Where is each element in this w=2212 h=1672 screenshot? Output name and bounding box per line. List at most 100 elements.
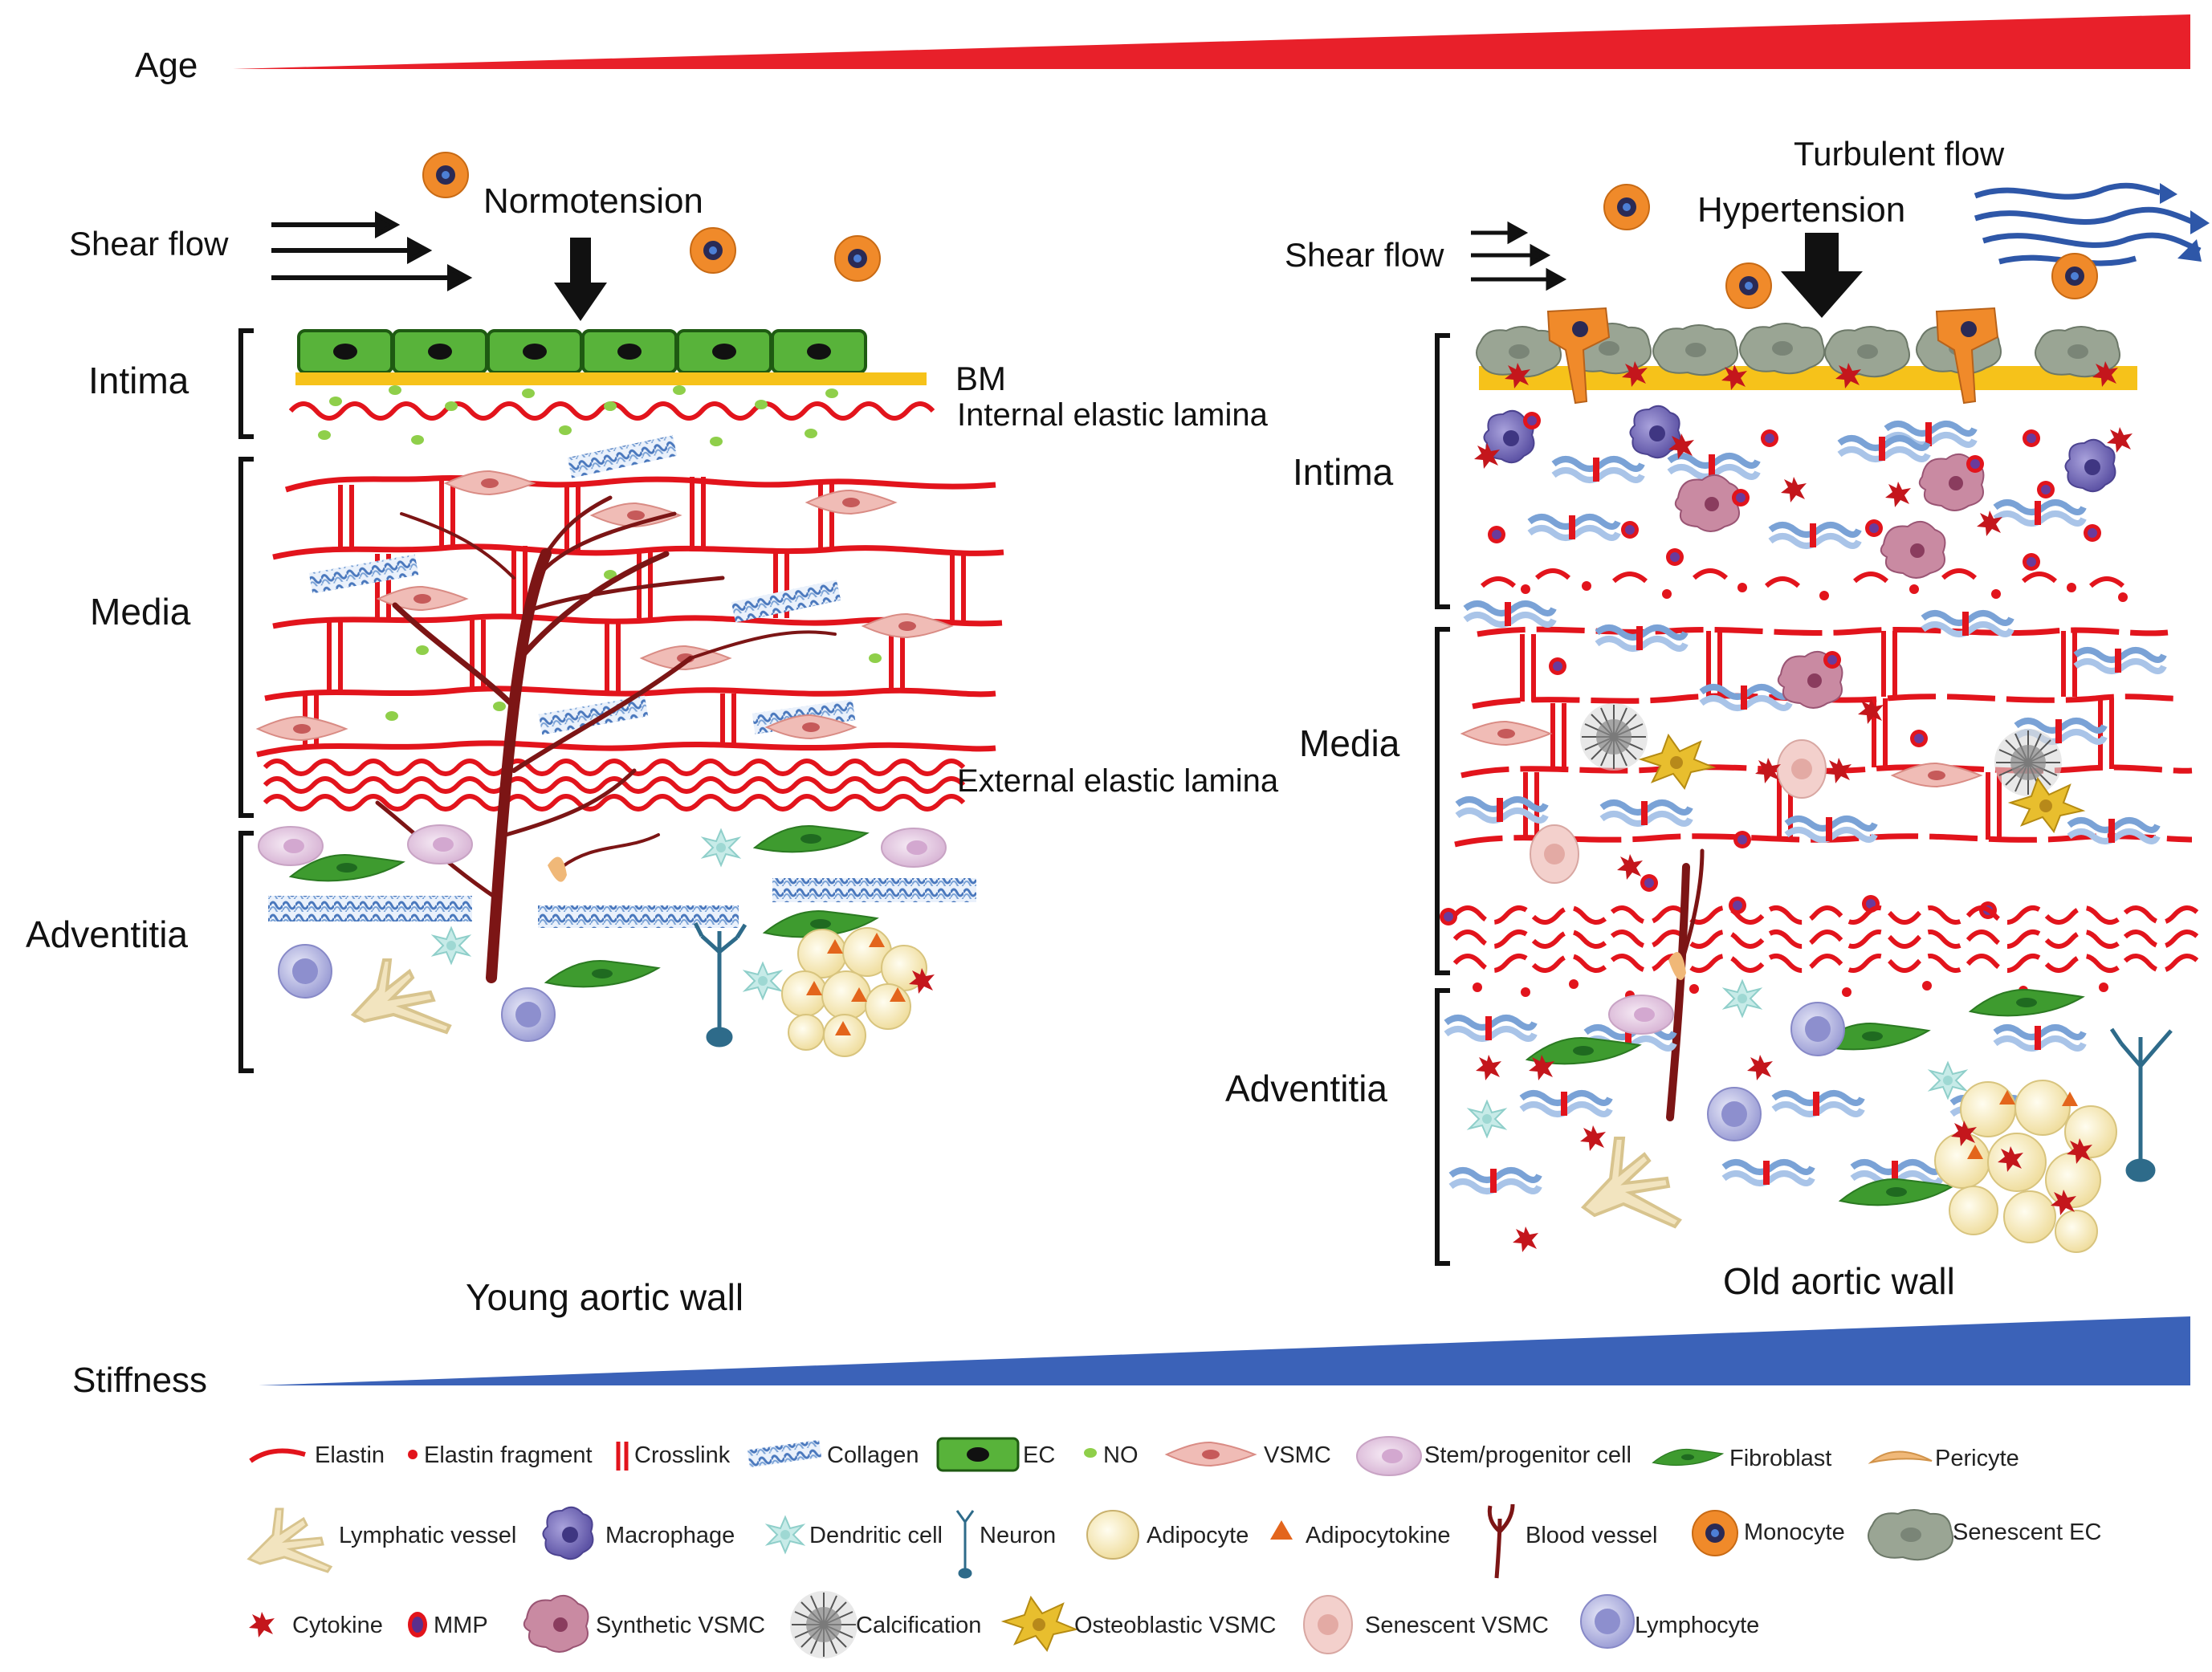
legend-vsmc: VSMC — [1264, 1442, 1331, 1468]
legend-senescent-ec-icon — [1868, 1509, 1953, 1561]
age-gradient-bar: Age — [135, 14, 2190, 85]
young-pressure-label: Normotension — [483, 181, 703, 221]
pericyte-icon — [548, 856, 567, 882]
legend-vsmc-icon — [1166, 1441, 1256, 1467]
young-adventitia-label: Adventitia — [26, 913, 188, 955]
young-shear-flow-arrows — [271, 210, 473, 292]
legend-fibroblast-icon — [1652, 1448, 1724, 1467]
young-blood-vessel — [375, 495, 837, 983]
legend-macrophage: Macrophage — [605, 1523, 735, 1548]
monocyte-icon — [422, 152, 469, 198]
monocyte-icon — [1725, 262, 1772, 309]
turbulent-arrow-heads — [2160, 183, 2210, 262]
legend-synthetic-vsmc-icon — [523, 1594, 589, 1653]
legend-pericyte: Pericyte — [1935, 1446, 2019, 1471]
legend-blood-vessel-icon — [1487, 1503, 1515, 1579]
age-label: Age — [135, 46, 198, 85]
legend-dendritic-icon — [767, 1516, 804, 1553]
legend-pericyte-icon — [1868, 1450, 1933, 1464]
legend-osteoblastic-vsmc-icon — [1003, 1597, 1077, 1651]
legend-lymphocyte-icon — [1580, 1594, 1635, 1649]
legend-monocyte-icon — [1692, 1510, 1738, 1556]
stiffness-wedge — [259, 1316, 2190, 1385]
lymphatic-vessel-icon — [1580, 1137, 1682, 1229]
legend-elastin-fragment-icon — [408, 1450, 418, 1459]
legend-macrophage-icon — [542, 1506, 594, 1560]
old-adventitia — [1446, 980, 2173, 1253]
legend-mmp-icon — [408, 1612, 427, 1637]
legend-ec-icon — [936, 1437, 1020, 1472]
legend-neuron-icon — [955, 1510, 975, 1579]
old-media-label: Media — [1299, 722, 1400, 764]
old-external-elastic-lamina — [1452, 905, 2202, 973]
eel-label: External elastic lamina — [957, 763, 1279, 799]
adipocytokine-icons — [1967, 1090, 2078, 1159]
monocyte-icon — [834, 235, 881, 282]
young-basement-membrane — [295, 372, 927, 385]
legend-senescent-ec: Senescent EC — [1953, 1519, 2101, 1545]
legend-collagen: Collagen — [827, 1442, 919, 1468]
legend-monocyte: Monocyte — [1744, 1519, 1845, 1545]
legend-lymphocyte: Lymphocyte — [1635, 1613, 1759, 1638]
old-senescent-endothelium — [1476, 307, 2137, 405]
legend-lymphatic-icon — [246, 1507, 333, 1573]
old-intima-contents — [1474, 405, 2133, 579]
legend-stem-progenitor: Stem/progenitor cell — [1424, 1442, 1632, 1468]
legend-ec: EC — [1023, 1442, 1055, 1468]
legend-cytokine-icon — [249, 1612, 275, 1637]
legend-adipocytokine-icon — [1270, 1520, 1293, 1540]
legend-collagen-icon — [747, 1439, 822, 1468]
legend-fibroblast: Fibroblast — [1729, 1446, 1831, 1471]
old-layer-brackets — [1435, 333, 1450, 1266]
legend: Elastin Elastin fragment Crosslink Colla… — [246, 1436, 2101, 1659]
legend-calcification-icon — [789, 1590, 858, 1659]
adipocytokine-icons — [806, 933, 906, 1035]
young-shear-flow-label: Shear flow — [69, 225, 229, 262]
monocyte-icon — [1603, 184, 1650, 230]
legend-lymphatic-vessel: Lymphatic vessel — [339, 1523, 516, 1548]
old-elastin-fragments — [1521, 581, 2128, 602]
legend-crosslink: Crosslink — [634, 1442, 731, 1468]
iel-label: Internal elastic lamina — [957, 397, 1269, 433]
old-eel-fragments — [1473, 979, 2108, 1000]
legend-osteoblastic-vsmc: Osteoblastic VSMC — [1074, 1613, 1276, 1638]
turbulent-flow-label: Turbulent flow — [1794, 135, 2005, 173]
legend-stem-cell-icon — [1356, 1436, 1422, 1476]
lymphatic-vessel-icon — [350, 958, 452, 1035]
young-vsmcs — [257, 470, 952, 741]
young-caption: Young aortic wall — [466, 1276, 743, 1318]
young-adventitia — [258, 824, 976, 1057]
monocyte-icon — [2051, 253, 2098, 299]
young-external-elastic-lamina — [263, 759, 966, 812]
old-adventitia-label: Adventitia — [1225, 1068, 1387, 1109]
legend-adipocyte: Adipocyte — [1147, 1523, 1249, 1548]
legend-no-icon — [1084, 1448, 1097, 1458]
old-media-contents — [1440, 602, 2164, 925]
old-pressure-label: Hypertension — [1697, 190, 1905, 230]
legend-elastin-fragment: Elastin fragment — [424, 1442, 593, 1468]
young-media-elastin — [256, 475, 1004, 758]
young-pressure-arrow — [554, 238, 607, 321]
young-aortic-wall-panel: Shear flow Normotension BM Internal elas… — [26, 152, 1279, 1318]
legend-dendritic-cell: Dendritic cell — [809, 1523, 943, 1548]
legend-senescent-vsmc-icon — [1303, 1595, 1353, 1654]
pericyte-icon — [1668, 952, 1686, 980]
young-layer-brackets — [238, 328, 254, 1073]
legend-elastin: Elastin — [315, 1442, 385, 1468]
neuron-icon — [693, 921, 748, 1048]
young-intima-label: Intima — [88, 360, 189, 401]
legend-adipocytokine: Adipocytokine — [1306, 1523, 1451, 1548]
young-media-label: Media — [90, 591, 191, 633]
age-wedge — [233, 14, 2190, 69]
old-blood-vessel — [1666, 848, 1705, 1121]
old-intima-label: Intima — [1293, 451, 1394, 493]
adipocyte-cluster-icon — [781, 927, 927, 1057]
adipocyte-cluster-icon — [1934, 1080, 2117, 1253]
legend-neuron: Neuron — [980, 1523, 1056, 1548]
old-media-crosslinks — [1520, 631, 2114, 840]
monocyte-icon — [690, 227, 736, 274]
old-caption: Old aortic wall — [1723, 1260, 1955, 1302]
old-aortic-wall-panel: Turbulent flow Shear flow Hypertension — [1225, 135, 2210, 1302]
neuron-icon — [2109, 1027, 2173, 1182]
